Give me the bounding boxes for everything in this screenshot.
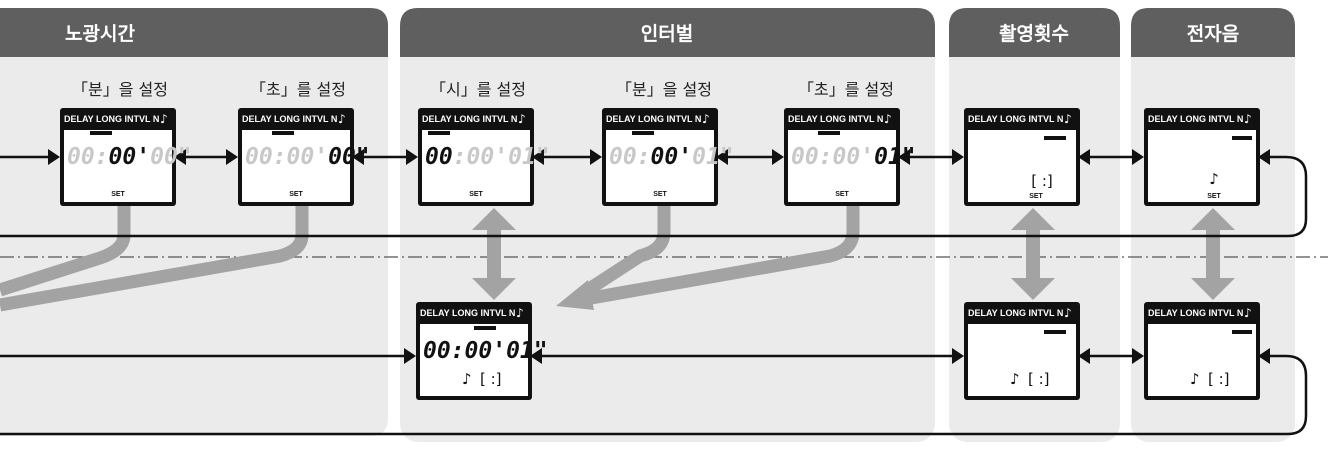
svg-text:00:00'01": 00:00'01" — [609, 144, 734, 170]
lcd-shots-summary: DELAY LONG INTVL N ♪ ♪ [ :] — [964, 302, 1080, 400]
svg-text:DELAY LONG INTVL N: DELAY LONG INTVL N — [420, 308, 515, 318]
svg-text:♪: ♪ — [338, 112, 346, 126]
svg-text:SET: SET — [835, 191, 849, 198]
svg-text:DELAY LONG INTVL N: DELAY LONG INTVL N — [1148, 114, 1243, 124]
arrowhead — [48, 149, 60, 165]
svg-text:♪: ♪ — [1244, 112, 1252, 126]
svg-text:♪: ♪ — [702, 112, 710, 126]
arrowhead — [716, 149, 728, 165]
svg-text:[ :]: [ :] — [1031, 172, 1053, 190]
caption-interval-hour: 「시」를 설정 — [430, 80, 526, 99]
caption-exposure-min: 「분」을 설정 — [72, 80, 168, 99]
gray-double-arrow-beep — [1191, 208, 1235, 300]
arrowhead — [406, 149, 418, 165]
arrowhead — [952, 348, 964, 364]
header-shots-title: 촬영횟수 — [999, 23, 1069, 45]
svg-text:DELAY LONG INTVL N: DELAY LONG INTVL N — [1148, 308, 1243, 318]
flow-line-bottom — [0, 354, 1308, 436]
svg-text:♪: ♪ — [1064, 306, 1072, 320]
svg-text:00:00'00": 00:00'00" — [67, 144, 192, 170]
svg-text:DELAY LONG INTVL N: DELAY LONG INTVL N — [788, 114, 883, 124]
svg-text:DELAY LONG INTVL N: DELAY LONG INTVL N — [64, 114, 159, 124]
arrowhead — [530, 348, 542, 364]
svg-text:DELAY LONG INTVL N: DELAY LONG INTVL N — [968, 114, 1063, 124]
header-beep — [1131, 8, 1295, 57]
svg-text:00:00'01": 00:00'01" — [791, 144, 916, 170]
arrowhead — [404, 348, 416, 364]
svg-text:♪: ♪ — [1010, 370, 1020, 388]
svg-text:♪: ♪ — [1244, 306, 1252, 320]
lcd-shots: DELAY LONG INTVL N ♪ [ :] SET — [964, 108, 1080, 206]
gray-arrow-interval-min — [576, 205, 671, 301]
arrowhead — [1132, 348, 1144, 364]
svg-text:DELAY LONG INTVL N: DELAY LONG INTVL N — [422, 114, 517, 124]
caption-exposure-sec: 「초」를 설정 — [250, 80, 346, 99]
lcd-interval-min: DELAY LONG INTVL N ♪ 00:00'01" SET — [602, 108, 734, 206]
lcd-exposure-sec: DELAY LONG INTVL N ♪ 00:00'00" SET — [238, 108, 370, 206]
arrowhead — [1132, 149, 1144, 165]
svg-text:SET: SET — [111, 191, 125, 198]
arrowhead — [1078, 348, 1090, 364]
svg-text:00:00'01": 00:00'01" — [425, 144, 550, 170]
svg-text:[ :]: [ :] — [480, 370, 502, 388]
caption-interval-sec: 「초」를 설정 — [798, 80, 894, 99]
flow-line-top — [0, 155, 1308, 238]
arrowhead — [174, 149, 186, 165]
arrowhead — [1078, 149, 1090, 165]
lcd-beep-summary: DELAY LONG INTVL N ♪ ♪ [ :] — [1144, 302, 1260, 400]
lcd-exposure-min: DELAY LONG INTVL N ♪ 00:00'00" SET — [60, 108, 192, 206]
svg-text:♪: ♪ — [1190, 370, 1200, 388]
gray-double-arrow-interval — [472, 208, 516, 300]
arrowhead — [1258, 149, 1270, 165]
svg-text:♪: ♪ — [518, 112, 526, 126]
lcd-interval-summary: DELAY LONG INTVL N ♪ 00:00'01" ♪ [ :] — [416, 302, 548, 400]
svg-text:[ :]: [ :] — [1208, 370, 1230, 388]
svg-text:♪: ♪ — [1209, 170, 1219, 188]
svg-text:SET: SET — [1029, 193, 1043, 200]
header-interval-title: 인터벌 — [641, 23, 693, 45]
arrowhead — [352, 149, 364, 165]
svg-text:DELAY LONG INTVL N: DELAY LONG INTVL N — [242, 114, 337, 124]
svg-text:00:00'00": 00:00'00" — [245, 144, 370, 170]
svg-text:DELAY LONG INTVL N: DELAY LONG INTVL N — [968, 308, 1063, 318]
header-interval — [400, 8, 935, 57]
arrowhead — [590, 149, 602, 165]
svg-text:SET: SET — [653, 191, 667, 198]
svg-text:♪: ♪ — [1064, 112, 1072, 126]
lcd-interval-sec: DELAY LONG INTVL N ♪ 00:00'01" SET — [784, 108, 916, 206]
svg-text:SET: SET — [289, 191, 303, 198]
arrowhead — [532, 149, 544, 165]
lcd-beep: DELAY LONG INTVL N ♪ ♪ SET — [1144, 108, 1260, 206]
svg-text:♪: ♪ — [516, 306, 524, 320]
lcd-interval-hour: DELAY LONG INTVL N ♪ 00:00'01" SET — [418, 108, 550, 206]
svg-text:[ :]: [ :] — [1028, 370, 1050, 388]
gray-arrow-interval-sec — [578, 205, 860, 307]
header-beep-title: 전자음 — [1187, 23, 1239, 45]
arrowhead — [898, 149, 910, 165]
header-exposure-title: 노광시간 — [65, 23, 135, 45]
svg-text:DELAY LONG INTVL N: DELAY LONG INTVL N — [606, 114, 701, 124]
caption-interval-min: 「분」을 설정 — [616, 80, 712, 99]
svg-text:♪: ♪ — [884, 112, 892, 126]
arrowhead — [226, 149, 238, 165]
gray-arrowhead-interval-merge — [556, 280, 594, 310]
svg-text:SET: SET — [1207, 193, 1221, 200]
svg-text:♪: ♪ — [160, 112, 168, 126]
svg-text:SET: SET — [469, 191, 483, 198]
gray-double-arrow-shots — [1011, 208, 1055, 300]
svg-text:00:00'01": 00:00'01" — [423, 338, 548, 364]
header-exposure — [0, 8, 388, 57]
arrowhead — [952, 149, 964, 165]
svg-text:♪: ♪ — [462, 370, 472, 388]
arrowhead — [1258, 348, 1270, 364]
panel-exposure — [0, 8, 388, 436]
arrowhead — [772, 149, 784, 165]
header-shots — [949, 8, 1120, 57]
